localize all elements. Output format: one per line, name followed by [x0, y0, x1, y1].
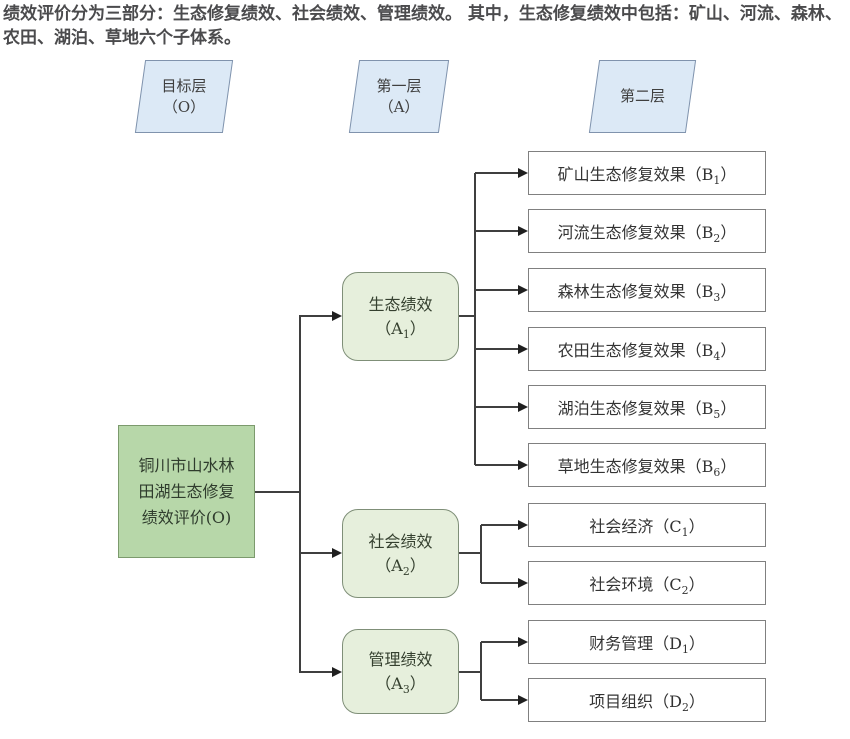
- connector-line: [474, 173, 476, 465]
- leaf-label: 湖泊生态修复效果（B5）: [557, 399, 737, 422]
- header-label: 第二层: [619, 87, 665, 105]
- arrowhead-icon: [518, 284, 528, 295]
- leaf-box-b3: 森林生态修复效果（B3）: [528, 268, 766, 312]
- arrowhead-icon: [332, 310, 342, 321]
- leaf-label: 河流生态修复效果（B2）: [557, 223, 737, 246]
- branch-code: （A3）: [375, 673, 426, 696]
- connector-line: [481, 582, 519, 584]
- branch-box-management-performance: 管理绩效 （A3）: [342, 629, 459, 714]
- leaf-label: 财务管理（D1）: [589, 634, 705, 657]
- connector-line: [255, 491, 300, 493]
- branch-code: （A2）: [375, 555, 426, 578]
- intro-text: 绩效评价分为三部分：生态修复绩效、社会绩效、管理绩效。 其中，生态修复绩效中包括…: [3, 4, 842, 48]
- connector-line: [459, 671, 481, 673]
- connector-line: [459, 315, 475, 317]
- leaf-box-b5: 湖泊生态修复效果（B5）: [528, 385, 766, 429]
- leaf-box-b4: 农田生态修复效果（B4）: [528, 327, 766, 371]
- leaf-label: 矿山生态修复效果（B1）: [557, 165, 737, 188]
- header-second-layer: 第二层: [588, 60, 697, 133]
- connector-line: [299, 315, 301, 673]
- leaf-box-d1: 财务管理（D1）: [528, 620, 766, 664]
- branch-box-eco-performance: 生态绩效 （A1）: [342, 272, 459, 361]
- arrowhead-icon: [332, 666, 342, 677]
- leaf-box-b6: 草地生态修复效果（B6）: [528, 443, 766, 487]
- arrowhead-icon: [518, 636, 528, 647]
- header-first-layer: 第一层 （A）: [348, 60, 450, 133]
- connector-line: [475, 172, 519, 174]
- connector-line: [475, 348, 519, 350]
- connector-line: [481, 524, 519, 526]
- connector-line: [481, 699, 519, 701]
- leaf-box-b2: 河流生态修复效果（B2）: [528, 209, 766, 253]
- leaf-label: 社会环境（C2）: [589, 575, 705, 598]
- arrowhead-icon: [518, 167, 528, 178]
- connector-line: [475, 289, 519, 291]
- connector-line: [475, 464, 519, 466]
- connector-line: [300, 671, 333, 673]
- leaf-label: 草地生态修复效果（B6）: [557, 457, 737, 480]
- arrowhead-icon: [518, 577, 528, 588]
- leaf-box-c2: 社会环境（C2）: [528, 561, 766, 605]
- leaf-label: 社会经济（C1）: [589, 517, 705, 540]
- header-objective-layer: 目标层 （O）: [134, 60, 234, 133]
- header-label: 目标层 （O）: [161, 76, 207, 116]
- connector-line: [459, 552, 481, 554]
- connector-line: [480, 525, 482, 583]
- header-label: 第一层 （A）: [376, 76, 422, 116]
- root-box-overall-evaluation: 铜川市山水林 田湖生态修复 绩效评价(O): [118, 425, 255, 558]
- arrowhead-icon: [518, 519, 528, 530]
- leaf-label: 农田生态修复效果（B4）: [557, 341, 737, 364]
- arrowhead-icon: [518, 459, 528, 470]
- arrowhead-icon: [332, 547, 342, 558]
- branch-box-social-performance: 社会绩效 （A2）: [342, 509, 459, 598]
- leaf-box-b1: 矿山生态修复效果（B1）: [528, 151, 766, 195]
- leaf-label: 森林生态修复效果（B3）: [557, 282, 737, 305]
- connector-line: [300, 315, 333, 317]
- connector-line: [475, 230, 519, 232]
- arrowhead-icon: [518, 225, 528, 236]
- branch-code: （A1）: [375, 318, 426, 341]
- arrowhead-icon: [518, 401, 528, 412]
- leaf-box-c1: 社会经济（C1）: [528, 503, 766, 547]
- connector-line: [475, 406, 519, 408]
- arrowhead-icon: [518, 343, 528, 354]
- leaf-label: 项目组织（D2）: [589, 692, 705, 715]
- connector-line: [481, 641, 519, 643]
- leaf-box-d2: 项目组织（D2）: [528, 678, 766, 722]
- connector-line: [480, 642, 482, 700]
- arrowhead-icon: [518, 694, 528, 705]
- connector-line: [300, 552, 333, 554]
